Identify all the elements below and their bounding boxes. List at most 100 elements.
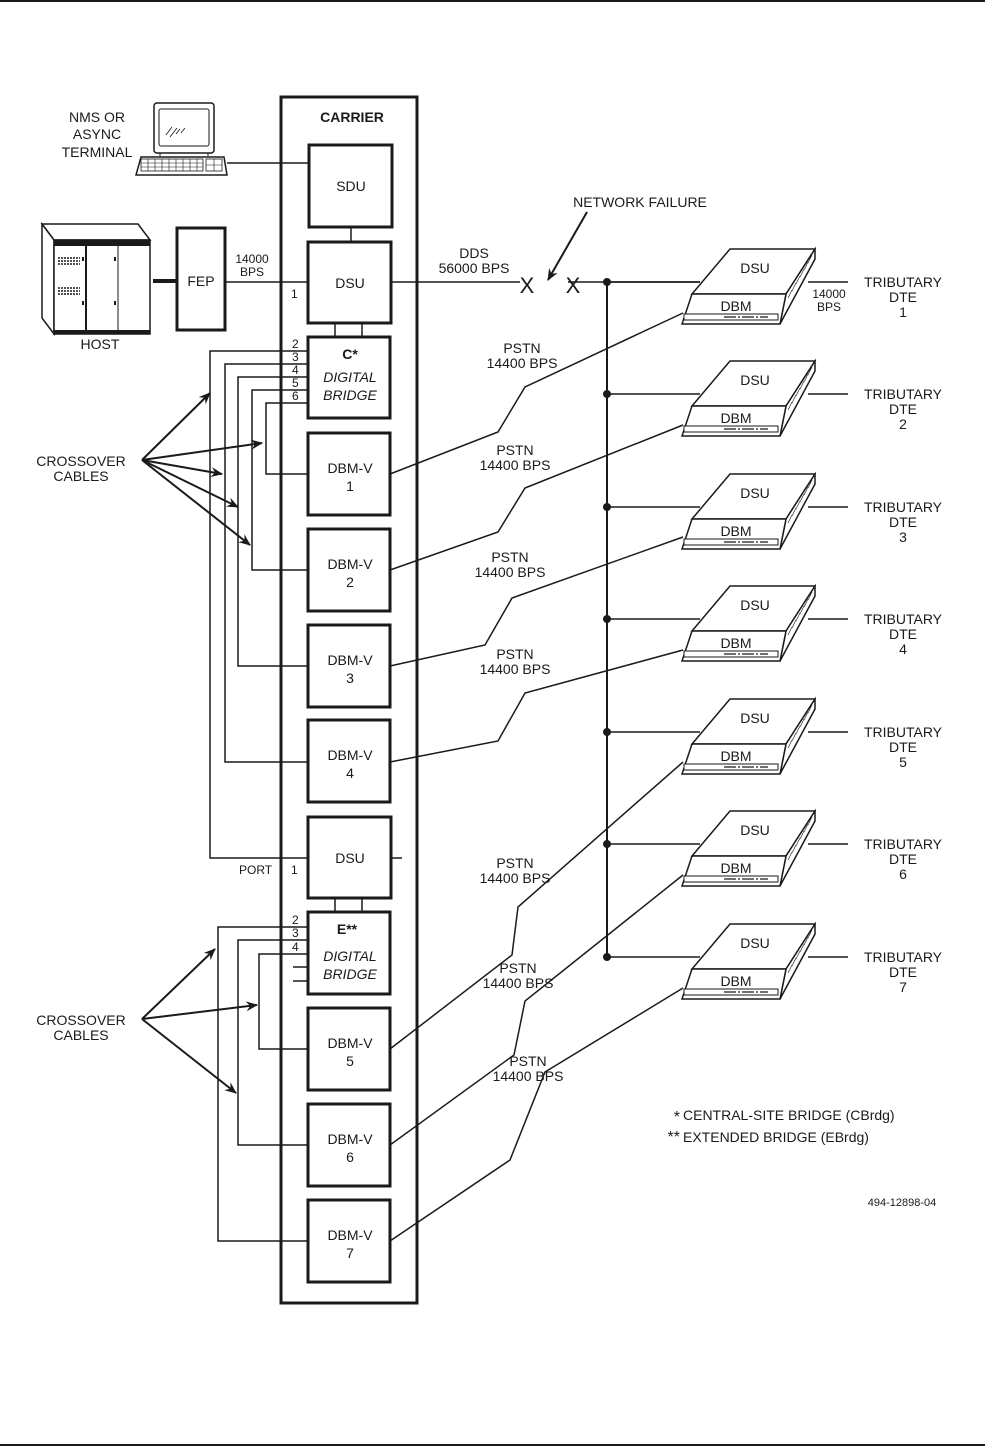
dsu-bottom-port: 1 [291,863,298,877]
tributary-dsu-label: DSU [740,485,770,501]
pstn-line [389,536,684,667]
crossover-cables [141,350,308,1242]
central-bridge-tag: C* [342,346,358,362]
bridge-port-number: 2 [292,913,299,927]
crossover-arrow [141,1018,237,1094]
tributary-label-line2: DTE [889,739,917,755]
pstn-line [389,424,684,571]
tributary-number: 1 [899,304,907,320]
host-cabinet-icon [40,221,152,337]
bridge-port-number: 4 [292,363,299,377]
tributary-label-line1: TRIBUTARY [864,274,943,290]
crossover-cable [224,363,308,763]
dsu-dbm-device-icon [680,583,817,662]
tributary-dbm-label: DBM [720,860,751,876]
network-failure-label: NETWORK FAILURE [573,194,707,210]
dsu-top-box [306,240,393,325]
carrier-title: CARRIER [320,109,384,125]
pstn-label-line2: 14400 BPS [493,1068,564,1084]
pstn-link: PSTN 14400 BPS [389,874,684,1146]
crossover-cable [237,939,308,1146]
bridge-port-number: 3 [292,350,299,364]
dbmv-label: DBM-V [327,1131,373,1147]
tributary-label-line1: TRIBUTARY [864,386,943,402]
tributary-dbm-label: DBM [720,523,751,539]
pstn-label-line1: PSTN [503,340,540,356]
legend: * CENTRAL-SITE BRIDGE (CBrdg) ** EXTENDE… [668,1107,895,1146]
pstn-label-line2: 14400 BPS [480,457,551,473]
dbmv-module: DBM-V 5 [306,1006,392,1092]
legend-text-1: CENTRAL-SITE BRIDGE (CBrdg) [683,1107,895,1123]
extended-bridge-ports: 234 [292,913,299,954]
bridge-port-number: 4 [292,940,299,954]
tributary-number: 3 [899,529,907,545]
tributary-dsu-label: DSU [740,597,770,613]
dbmv-number: 6 [346,1149,354,1165]
crossover-arrow [141,948,216,1020]
tributary-label-line1: TRIBUTARY [864,949,943,965]
pstn-line [389,874,684,1146]
tributary-dbm-label: DBM [720,298,751,314]
legend-mark-2: ** [668,1129,680,1146]
tributary-number: 7 [899,979,907,995]
dbmv-box [306,1006,392,1092]
crossover-bottom-line1: CROSSOVER [36,1012,125,1028]
crossover-top-line2: CABLES [53,468,108,484]
crossover-arrow [141,439,263,461]
dbmv-number: 4 [346,765,354,781]
terminal-label-line3: TERMINAL [62,144,133,160]
crossover-arrow [141,459,223,478]
tributary-dbm-label: DBM [720,410,751,426]
dds-label-line2: 56000 BPS [439,260,510,276]
crossover-cable [251,389,308,571]
extended-bridge-box [306,910,392,996]
dbmv-label: DBM-V [327,747,373,763]
dbmv-number: 5 [346,1053,354,1069]
bridge-port-number: 5 [292,376,299,390]
tributary-rate-line2: BPS [817,300,841,314]
crossover-cable [237,376,308,667]
central-bridge-line1: DIGITAL [323,369,376,385]
dbmv-label: DBM-V [327,1035,373,1051]
tributary-dsu-label: DSU [740,372,770,388]
tributary-label-line2: DTE [889,514,917,530]
tributary-label-line1: TRIBUTARY [864,499,943,515]
extended-bridge-line2: BRIDGE [323,966,377,982]
central-bridge-line2: BRIDGE [323,387,377,403]
pstn-line [389,649,684,763]
tributary-number: 4 [899,641,907,657]
tributary-dsu-label: DSU [740,822,770,838]
dbmv-module: DBM-V7 [306,1198,392,1284]
pstn-label-line1: PSTN [491,549,528,565]
tributary-label-line1: TRIBUTARY [864,724,943,740]
crossover-arrow [141,1001,258,1020]
crossover-cable [265,402,308,475]
dbmv-label: DBM-V [327,556,373,572]
dsu-dbm-device-icon [680,471,817,550]
pstn-label-line1: PSTN [499,960,536,976]
dbmv-box [306,527,392,613]
tributary-dsu-label: DSU [740,260,770,276]
pstn-label-line2: 14400 BPS [487,355,558,371]
pstn-line [389,987,684,1242]
pstn-link: PSTN 14400 BPS [389,761,684,1050]
pstn-label-line1: PSTN [496,442,533,458]
dbmv-box [306,623,392,709]
pstn-line [389,761,684,1050]
pstn-label-line2: 14400 BPS [480,870,551,886]
legend-text-2: EXTENDED BRIDGE (EBrdg) [683,1129,869,1145]
crossover-bottom-line2: CABLES [53,1027,108,1043]
dbmv-module: DBM-V 4 [306,718,392,804]
tributary-number: 6 [899,866,907,882]
dsu-dbm-device-icon [680,808,817,887]
fep-label: FEP [187,273,214,289]
